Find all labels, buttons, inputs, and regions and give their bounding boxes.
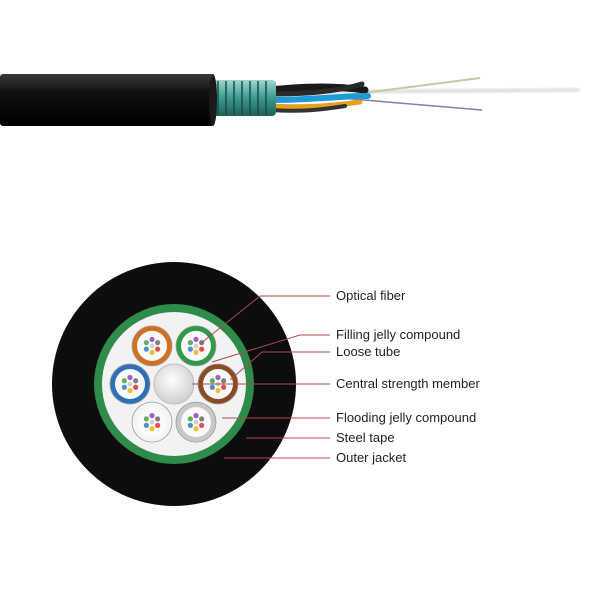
fiber-strand (299, 89, 579, 93)
optical-fiber-dot (193, 419, 199, 425)
optical-fiber-dot (193, 426, 199, 432)
tube-strand (267, 99, 363, 110)
label-filling-jelly-compound: Filling jelly compound (336, 327, 461, 342)
optical-fiber-dot (221, 378, 227, 384)
armor-corrugation (217, 81, 267, 115)
optical-fiber-dot (121, 378, 127, 384)
optical-fiber-dot (155, 416, 161, 422)
optical-fiber-dot (221, 384, 227, 390)
label-loose-tube: Loose tube (336, 344, 401, 359)
label-flooding-jelly-compound: Flooding jelly compound (336, 410, 477, 425)
optical-fiber-dot (193, 349, 199, 355)
optical-fiber-dot (149, 336, 155, 342)
optical-fiber-dot (149, 349, 155, 355)
leader-lines (192, 295, 330, 459)
optical-fiber-dot (133, 384, 139, 390)
central-strength-member-core (153, 363, 195, 405)
cable-cross-section (52, 262, 296, 506)
optical-fiber-dot (187, 340, 193, 346)
label-optical-fiber: Optical fiber (336, 288, 406, 303)
leader-filling-jelly (211, 334, 330, 363)
optical-fiber-dot (149, 413, 155, 419)
optical-fiber-dot (199, 422, 205, 428)
optical-fiber-dot (209, 378, 215, 384)
label-outer-jacket: Outer jacket (336, 450, 407, 465)
optical-fiber-dot (149, 419, 155, 425)
optical-fiber-dot (143, 346, 149, 352)
cable-side-view (0, 74, 581, 126)
optical-fiber-dot (155, 422, 161, 428)
optical-fiber-dot (155, 340, 161, 346)
optical-fiber-dot (149, 343, 155, 349)
optical-fiber-dot (149, 426, 155, 432)
optical-fiber-dot (187, 346, 193, 352)
armor-section (212, 80, 276, 116)
optical-fiber-dot (143, 422, 149, 428)
leader-loose-tube (229, 351, 330, 381)
optical-fiber-dot (193, 336, 199, 342)
optical-fiber-dot (187, 416, 193, 422)
optical-fiber-dot (155, 346, 161, 352)
optical-fiber-dot (199, 416, 205, 422)
fiber-strand (339, 97, 483, 111)
label-steel-tape: Steel tape (336, 430, 395, 445)
jacket-cut-edge (209, 74, 217, 126)
leader-optical-fiber (199, 295, 330, 345)
optical-fiber-dot (187, 422, 193, 428)
optical-fiber-dot (127, 374, 133, 381)
optical-fiber-dot (215, 374, 221, 381)
tube-strand (267, 93, 371, 103)
optical-fiber-dot (209, 384, 215, 390)
optical-fiber-dot (133, 378, 139, 384)
optical-fiber-dot (143, 340, 149, 346)
optical-fiber-dot (127, 381, 133, 387)
tube-strand (267, 81, 365, 97)
label-central-strength-member: Central strength member (336, 376, 480, 391)
optical-fiber-dot (199, 346, 205, 352)
optical-fiber-dot (193, 343, 199, 349)
tube-strand (266, 83, 369, 94)
optical-fiber-dot (143, 416, 149, 422)
optical-fiber-dot (127, 387, 133, 394)
optical-fiber-dot (121, 384, 127, 390)
optical-fiber-dot (193, 413, 199, 419)
optical-fiber-dot (215, 387, 221, 394)
tube-strand (270, 104, 347, 113)
jacket-section (0, 74, 214, 126)
